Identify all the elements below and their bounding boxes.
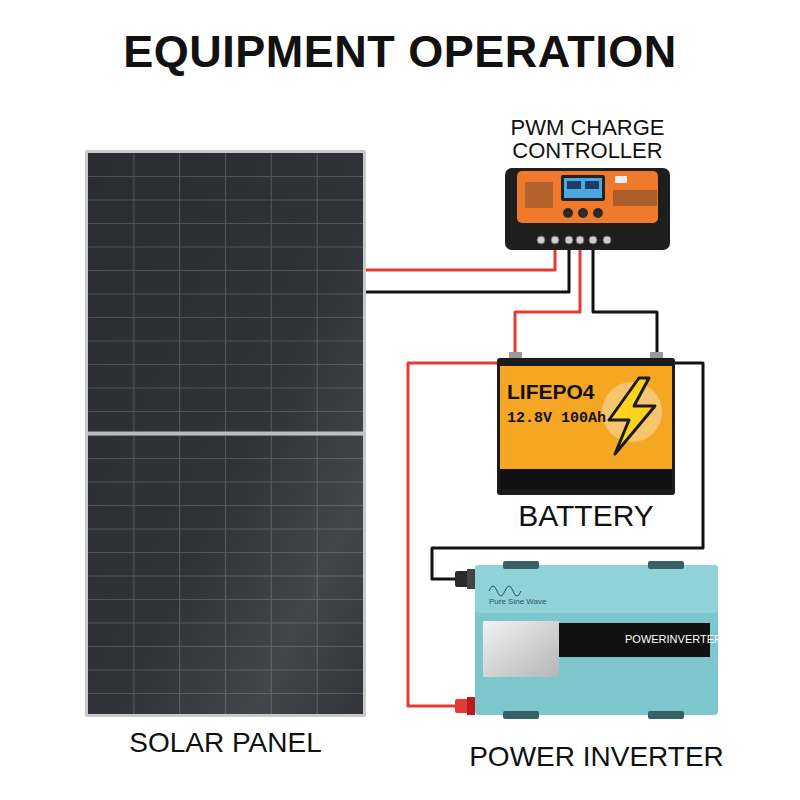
part-label: SOLAR PANEL [55,727,396,759]
wire [366,250,555,270]
title: EQUIPMENT OPERATION [0,26,800,78]
model-text: Pure Sine Wave [489,597,547,606]
charge-controller: PWM CHARGE CONTROLLER [505,168,670,250]
power-inverter: Pure Sine WavePOWERINVERTERPOWER INVERTE… [475,565,718,715]
wire [515,250,580,352]
battery: LIFEPO412.8V 100AhBATTERY [497,358,675,495]
part-label: POWER INVERTER [425,741,768,773]
brand-text: POWERINVERTER [625,633,722,645]
wire-pair [366,250,569,292]
wire-pair [515,250,657,352]
chemistry-text: LIFEPO4 [507,380,595,404]
solar-panel: SOLAR PANEL [85,150,366,717]
wire [366,250,569,292]
charge-controller-drawing [505,168,670,250]
part-label: BATTERY [467,499,705,533]
solar-panel-drawing [85,150,366,717]
wire [432,363,703,579]
wire [593,250,657,352]
rating-text: 12.8V 100Ah [507,410,606,427]
part-label: PWM CHARGE CONTROLLER [493,116,682,162]
